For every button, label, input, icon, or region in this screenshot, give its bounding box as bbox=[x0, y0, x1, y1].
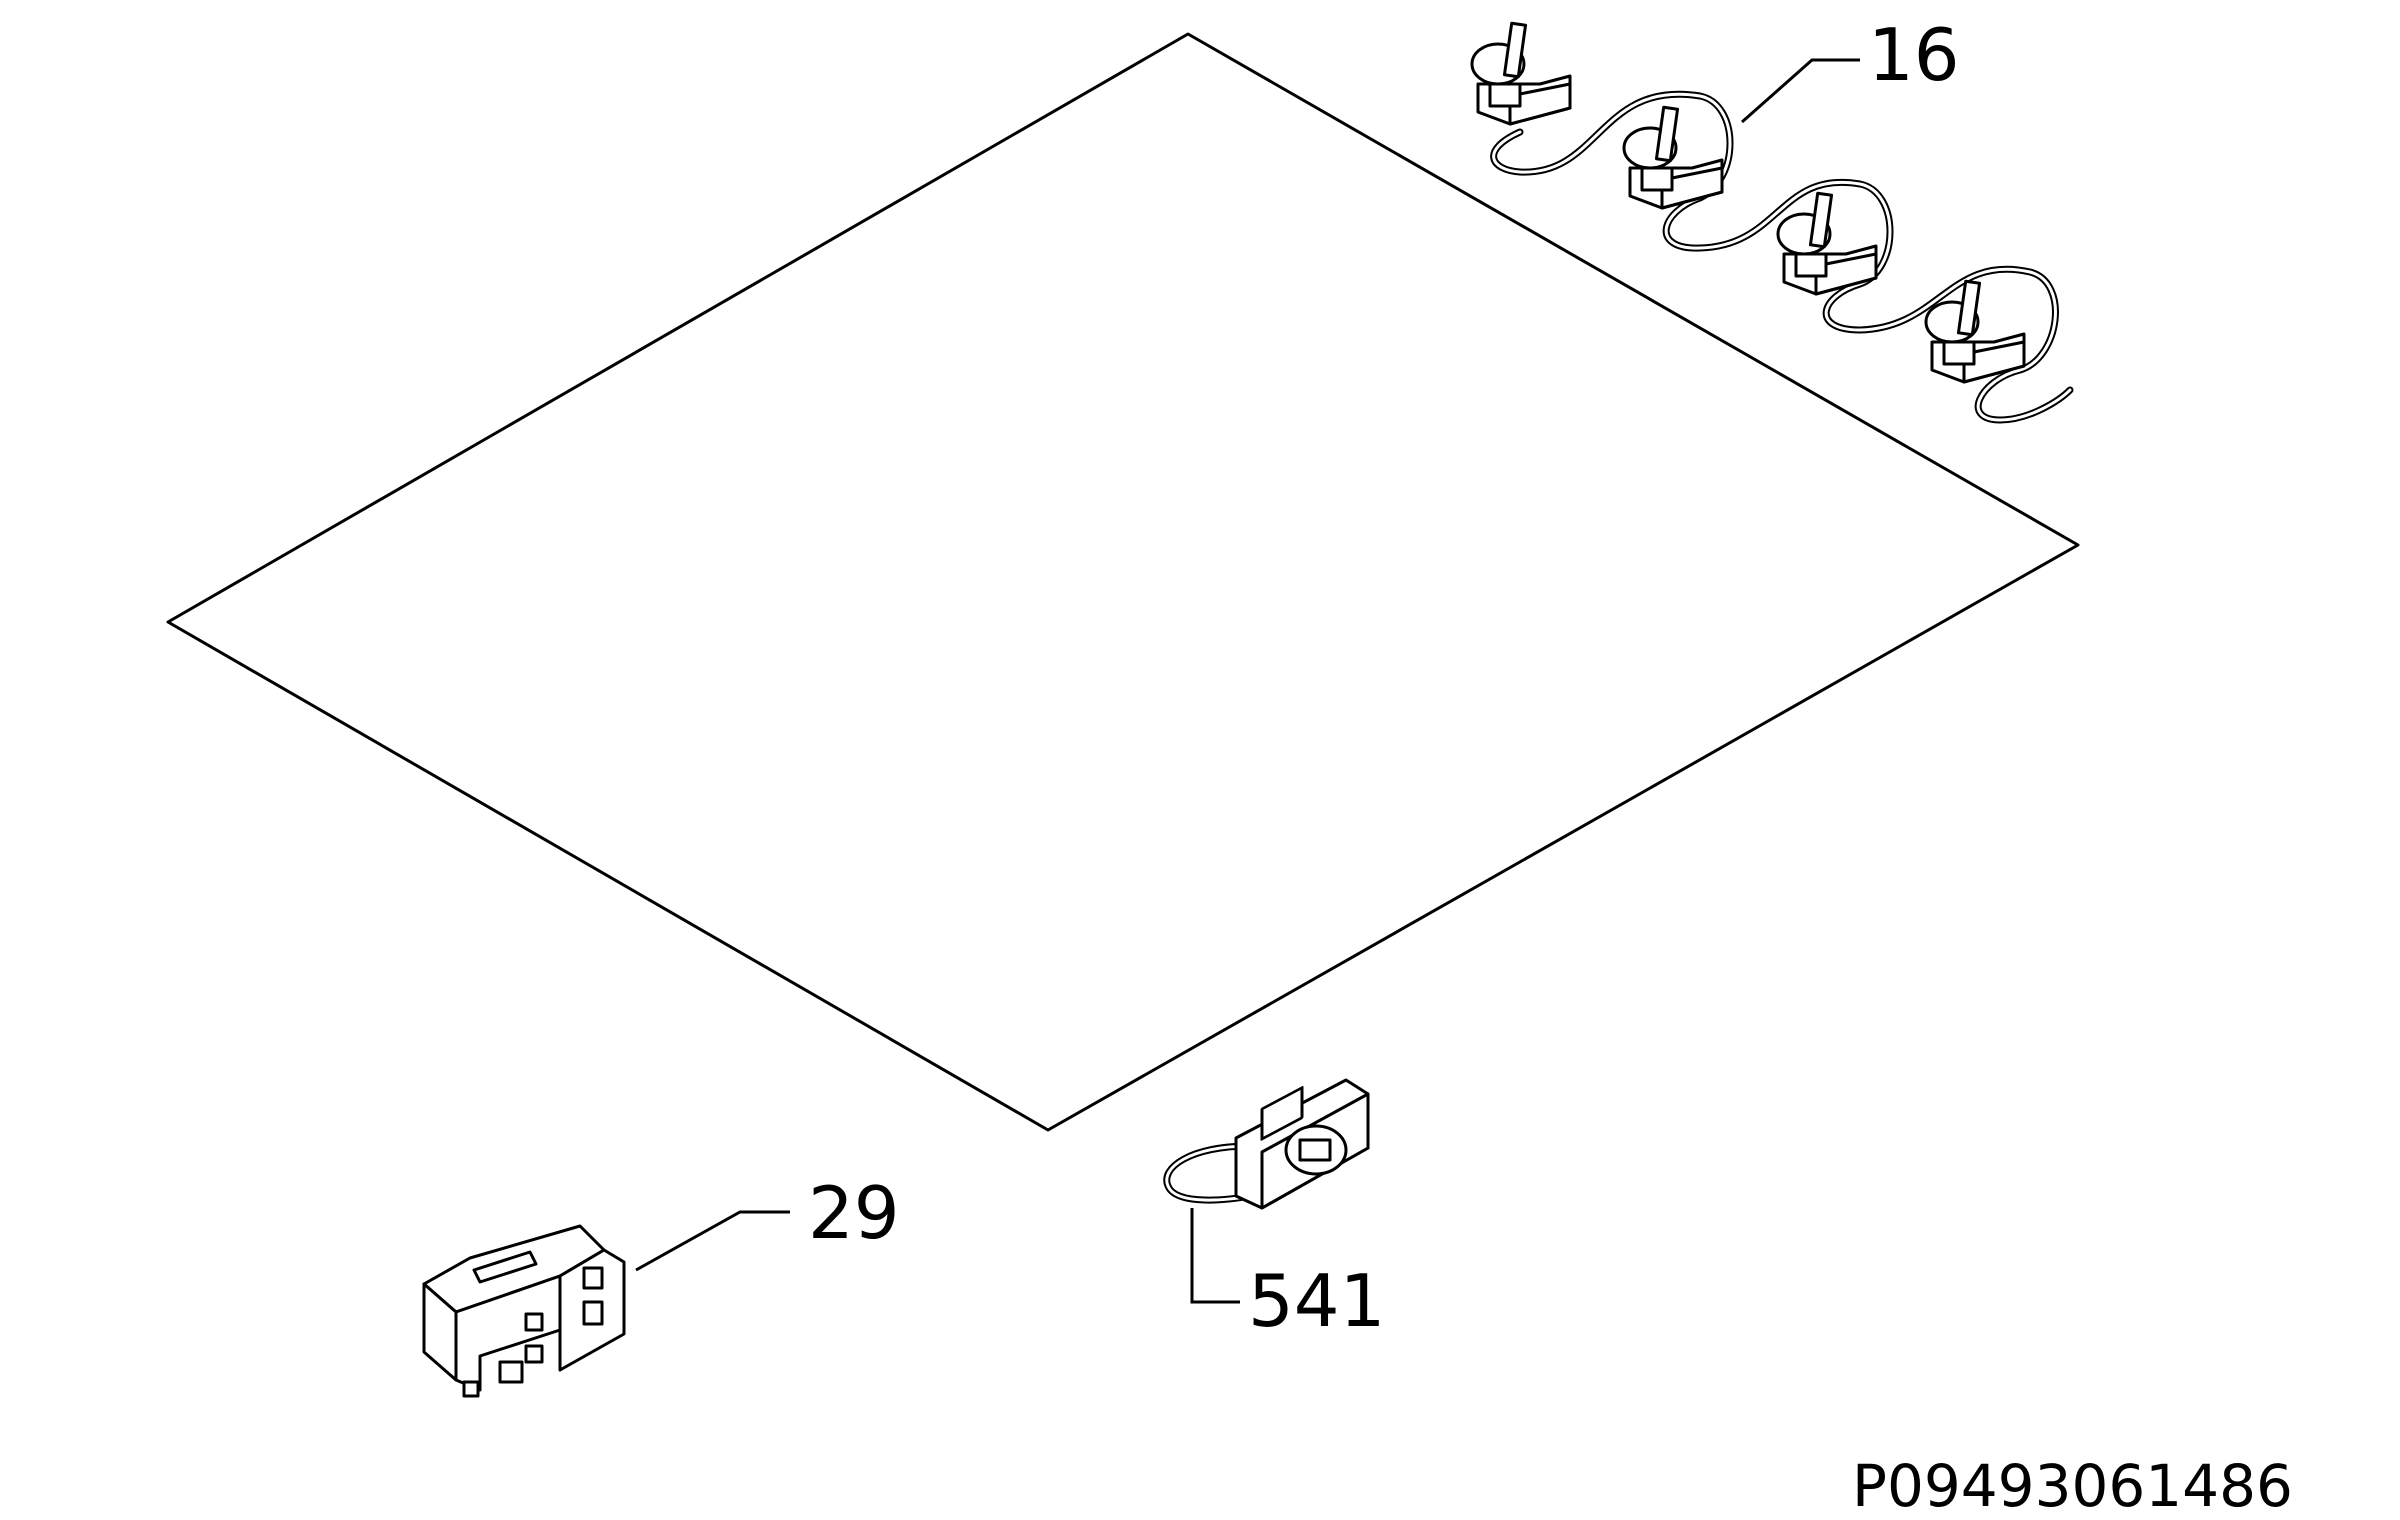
sensor-1 bbox=[1470, 21, 1572, 126]
relay-block bbox=[422, 1224, 626, 1398]
callout-541: 541 bbox=[1190, 1208, 1385, 1343]
sensor-3 bbox=[1776, 191, 1878, 296]
sensor-2 bbox=[1622, 105, 1724, 210]
sensor-harness bbox=[1470, 21, 2074, 424]
callout-29: 29 bbox=[635, 1171, 900, 1272]
callout-16-label: 16 bbox=[1868, 13, 1960, 97]
sensor-4 bbox=[1924, 279, 2026, 384]
callout-29-label: 29 bbox=[808, 1171, 900, 1255]
reference-code: P09493061486 bbox=[1852, 1452, 2293, 1520]
callout-16: 16 bbox=[1741, 13, 1960, 124]
connector-clip bbox=[1163, 1078, 1370, 1210]
glass-panel bbox=[166, 32, 2080, 1132]
callout-541-label: 541 bbox=[1248, 1259, 1385, 1343]
